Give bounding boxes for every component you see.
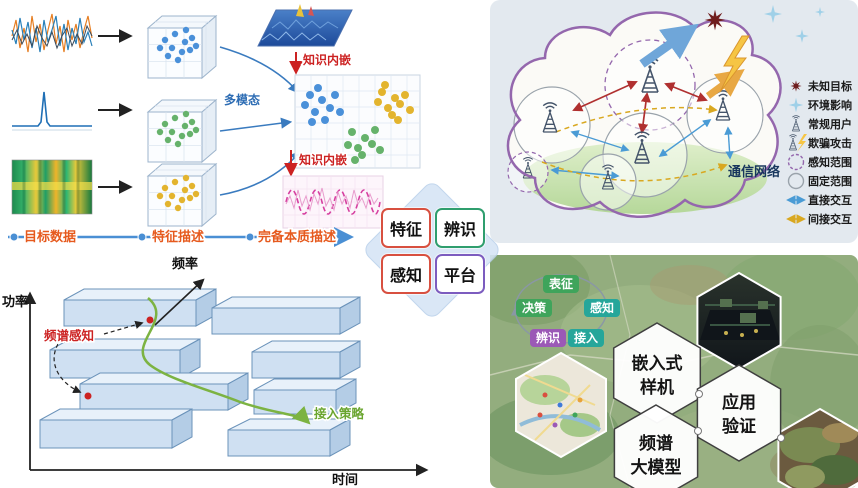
legend-label: 常规用户 <box>808 117 852 131</box>
essential-signal-plot <box>282 175 384 229</box>
network-legend: 未知目标 环境影响 常规用户 欺骗攻击 感知范围 固定范围 直接交互 间接交互 <box>786 79 852 226</box>
frequency-axis-label: 频率 <box>172 256 198 272</box>
spectrum-block <box>211 296 361 335</box>
network-label: 通信网络 <box>728 164 780 180</box>
spectrum-block <box>49 338 201 379</box>
big-blue-arrow-icon <box>639 23 699 68</box>
sensing-point <box>146 316 154 324</box>
spectrum-access-panel: 功率 时间 频率 频谱感知 接入策略 <box>2 256 429 488</box>
spectrum-block <box>227 418 351 457</box>
flow-node-decision <box>516 299 552 317</box>
legend-label: 间接交互 <box>808 212 852 226</box>
hexagon-model-line2: 大模型 <box>631 457 682 478</box>
hexagon-application-line2: 验证 <box>722 416 756 437</box>
spectrum-block <box>39 408 193 449</box>
indirect-interaction-arrows <box>541 104 728 182</box>
flow-node-sensing <box>584 299 620 317</box>
flow-node-decision-label: 决策 <box>522 300 547 315</box>
pulse-signal-plot <box>12 91 92 131</box>
core-box-identification: 辨识 <box>435 208 485 248</box>
flow-node-identification <box>530 329 566 347</box>
hexagon-model-line1: 频谱 <box>639 433 673 454</box>
spectrum-block <box>253 378 357 415</box>
flow-node-representation <box>543 275 579 293</box>
spectrum-block <box>79 372 249 411</box>
core-box-identification-label: 辨识 <box>443 220 476 239</box>
legend-label: 未知目标 <box>807 79 852 93</box>
feature-dots-blue <box>156 26 200 64</box>
flow-node-representation-label: 表征 <box>548 276 573 291</box>
surface-plot <box>257 4 353 47</box>
platform-panel: 嵌入式 样机 应用 验证 频谱 大模型 表征 决策 感知 辨识 <box>490 255 858 488</box>
spectrum-block <box>63 288 217 327</box>
spectrum-blocks <box>39 288 361 457</box>
core-box-platform: 平台 <box>435 254 485 294</box>
fusion-arrow-icon <box>219 46 300 94</box>
power-axis-label: 功率 <box>2 294 28 310</box>
core-box-sensing-label: 感知 <box>389 266 422 285</box>
fused-scatter-plot <box>294 74 421 169</box>
core-box-sensing: 感知 <box>381 254 431 294</box>
stage-label-1: 目标数据 <box>24 229 76 245</box>
wavy-circle-icon <box>787 153 805 171</box>
hexagon-prototype-line1: 嵌入式 <box>632 353 683 374</box>
legend-label: 环境影响 <box>808 98 852 112</box>
hex-junction-dot <box>694 427 702 435</box>
burst-icon <box>790 80 802 92</box>
legend-label: 感知范围 <box>808 155 852 169</box>
knowledge-embed-label-1: 知识内嵌 <box>302 52 351 67</box>
time-axis-label: 时间 <box>332 472 358 488</box>
cognitive-cycle-flow: 表征 决策 感知 辨识 接入 <box>510 274 620 347</box>
axes <box>23 278 429 477</box>
cloud-outline <box>506 11 782 218</box>
legend-label: 固定范围 <box>808 174 852 188</box>
multimodal-label: 多模态 <box>224 92 260 107</box>
hex-junction-dot <box>777 434 785 442</box>
stage-label-3: 完备本质描述 <box>258 229 336 245</box>
flow-node-access-label: 接入 <box>574 330 598 345</box>
fusion-arrow-icon <box>219 150 302 196</box>
core-box-platform-label: 平台 <box>443 266 476 285</box>
multimodal-feature-panel: 多模态 知识内嵌 <box>8 4 421 247</box>
knowledge-embed-label-2: 知识内嵌 <box>298 152 347 167</box>
noise-signal-plot <box>11 13 93 53</box>
feature-dots-green <box>156 110 200 148</box>
map-photo-hexagon <box>515 351 607 459</box>
direct-interaction-arrows <box>572 80 708 135</box>
legend-label: 欺骗攻击 <box>808 136 852 150</box>
circle-icon <box>787 172 805 190</box>
unknown-target-icon <box>704 9 726 31</box>
flow-node-sensing-label: 感知 <box>590 300 614 315</box>
access-strategy-label: 接入策略 <box>314 406 365 421</box>
spectrum-sensing-label: 频谱感知 <box>44 328 94 343</box>
core-box-feature: 特征 <box>381 208 431 248</box>
sensing-dashed-arrow-icon <box>53 343 82 394</box>
spectrogram-plot <box>11 159 93 215</box>
hex-junction-dot <box>695 390 703 398</box>
feature-dots-yellow <box>156 174 200 212</box>
sensing-point <box>84 392 92 400</box>
fusion-arrow-icon <box>219 117 293 132</box>
hexagon-application: 应用 验证 <box>696 364 782 462</box>
stage-timeline: 目标数据 特征描述 完备本质描述 <box>8 227 354 247</box>
lightning-icon <box>719 35 750 93</box>
legend-label: 直接交互 <box>808 193 852 207</box>
core-box-feature-label: 特征 <box>389 220 422 239</box>
hexagon-model: 频谱 大模型 <box>613 404 699 488</box>
communication-network-panel: 通信网络 未知目标 环境影响 常规用户 欺骗攻击 感知范围 固定范围 直接交互 … <box>490 0 858 243</box>
spectrum-block <box>251 340 361 379</box>
hexagon-prototype: 嵌入式 样机 <box>612 322 702 424</box>
circuit-photo-hexagon <box>696 271 782 371</box>
hexagon-application-line1: 应用 <box>722 392 756 413</box>
flow-node-identification-label: 辨识 <box>536 330 560 345</box>
access-strategy-curve <box>141 297 311 425</box>
flow-node-access <box>568 329 604 347</box>
stage-label-2: 特征描述 <box>152 229 204 245</box>
hexagon-prototype-line2: 样机 <box>640 377 674 398</box>
small-lightning-icon <box>797 134 807 152</box>
